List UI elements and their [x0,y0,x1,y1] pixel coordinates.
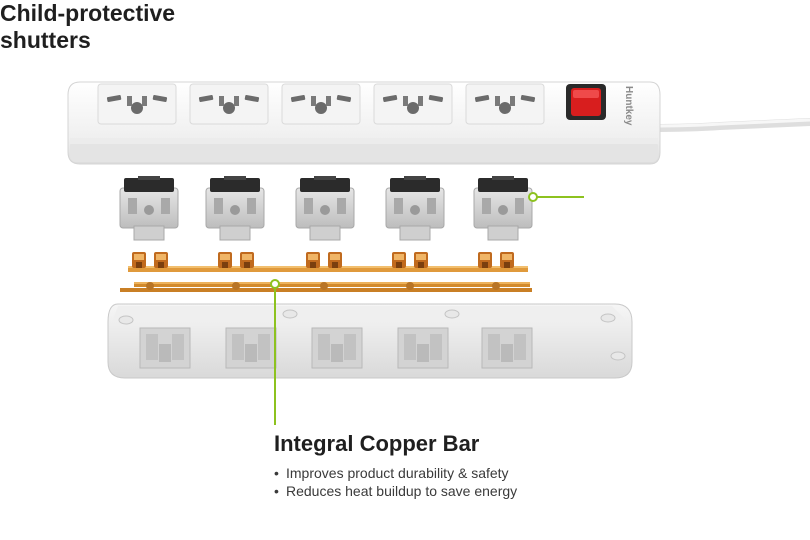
base-housing [107,303,633,379]
copper-contact [218,252,254,290]
outlet-socket [373,83,453,125]
shutters-title-line1: Child-protective [0,0,176,26]
shutters-title-line2: shutters [0,27,91,53]
outlet-socket [281,83,361,125]
power-switch [566,84,606,120]
copper-bar-callout: Integral Copper Bar Improves product dur… [274,430,694,500]
copper-bar-title: Integral Copper Bar [274,431,480,456]
copper-contact [392,252,428,290]
shutters-callout: Child-protective shutters [0,0,215,54]
base-compartment [225,327,277,369]
outlet-socket [465,83,545,125]
base-compartment [139,327,191,369]
base-compartment [311,327,363,369]
copper-contact [132,252,168,290]
shutter-module [205,176,265,241]
copper-contact [306,252,342,290]
bullet-item: Reduces heat buildup to save energy [274,482,694,500]
shutter-module [473,176,533,241]
shutters-callout-line [528,192,584,202]
copper-bar-assembly [120,252,532,292]
outlet-socket [97,83,177,125]
base-compartment [481,327,533,369]
brand-logo: Huntkey [623,86,634,126]
copper-contact [478,252,514,290]
copper-callout-line [270,279,280,425]
shutter-module [119,176,179,241]
base-compartment [397,327,449,369]
shutter-module [295,176,355,241]
copper-bar-bullets: Improves product durability & safety Red… [274,464,694,500]
shutter-module [385,176,445,241]
outlet-socket [189,83,269,125]
bullet-item: Improves product durability & safety [274,464,694,482]
